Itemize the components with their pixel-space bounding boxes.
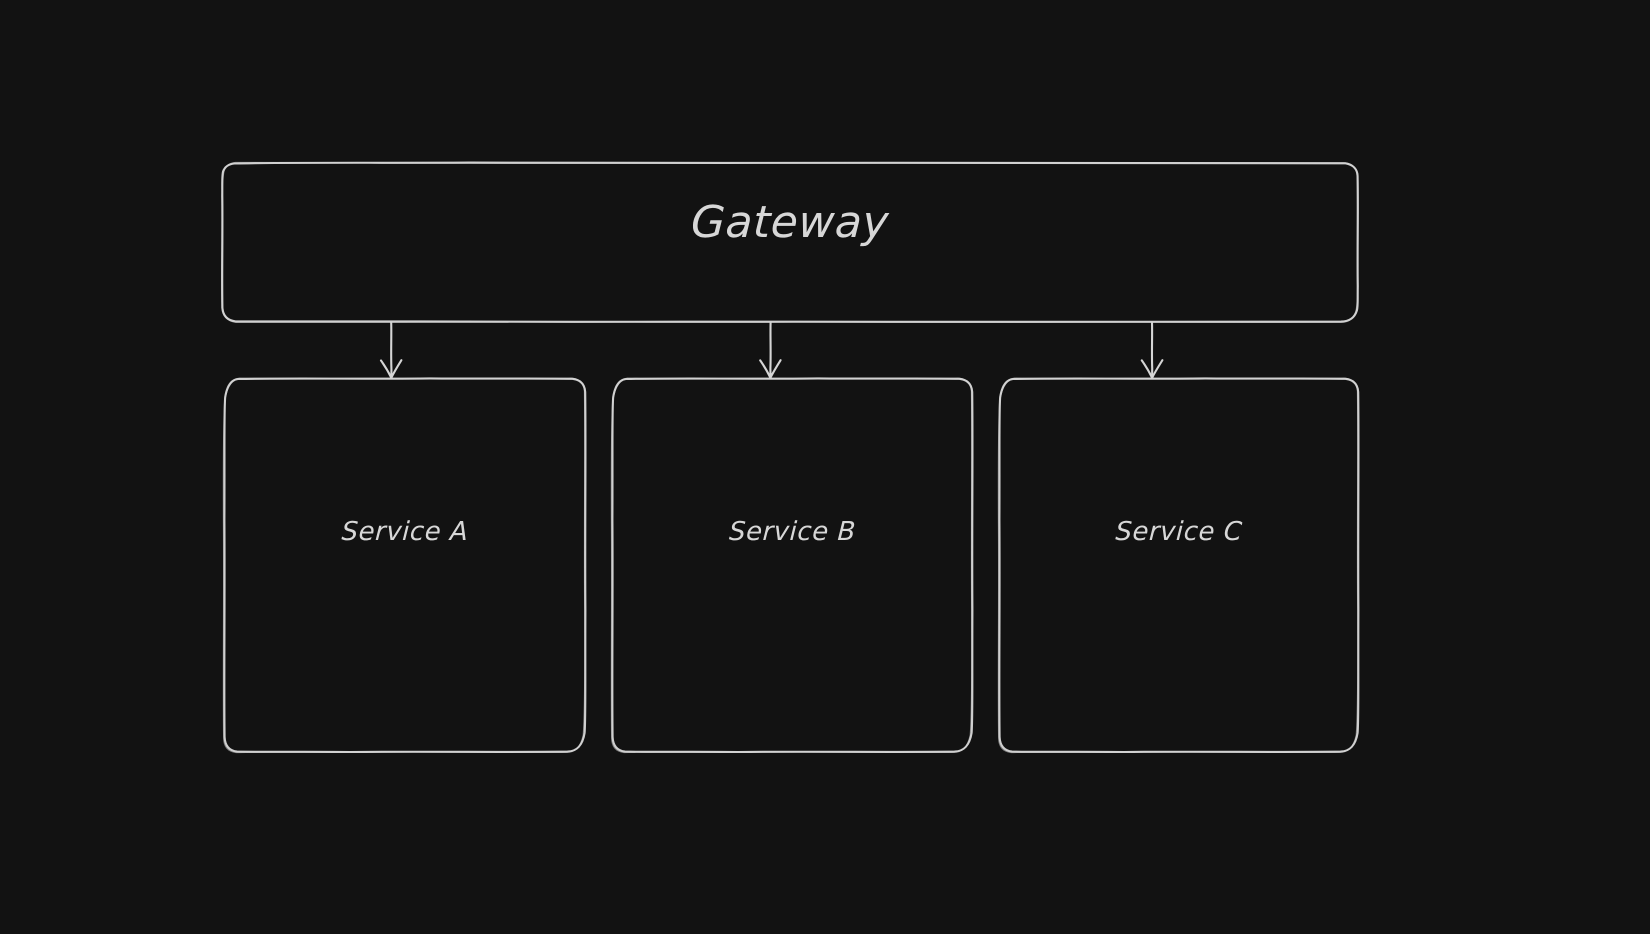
node-gateway-shape[interactable] bbox=[221, 161, 1359, 324]
node-service-a-shape[interactable] bbox=[222, 377, 587, 754]
node-service-b-label: Service B bbox=[728, 517, 857, 547]
edge-gateway-to-service-b[interactable] bbox=[759, 321, 782, 379]
node-service-c-shape[interactable] bbox=[997, 377, 1360, 754]
node-gateway-label: Gateway bbox=[689, 197, 891, 248]
node-service-b-shape[interactable] bbox=[610, 377, 974, 754]
edge-gateway-to-service-c[interactable] bbox=[1140, 321, 1164, 379]
node-service-c-label: Service C bbox=[1114, 517, 1244, 547]
node-service-a-label: Service A bbox=[340, 517, 470, 547]
edge-gateway-to-service-a[interactable] bbox=[379, 321, 403, 379]
